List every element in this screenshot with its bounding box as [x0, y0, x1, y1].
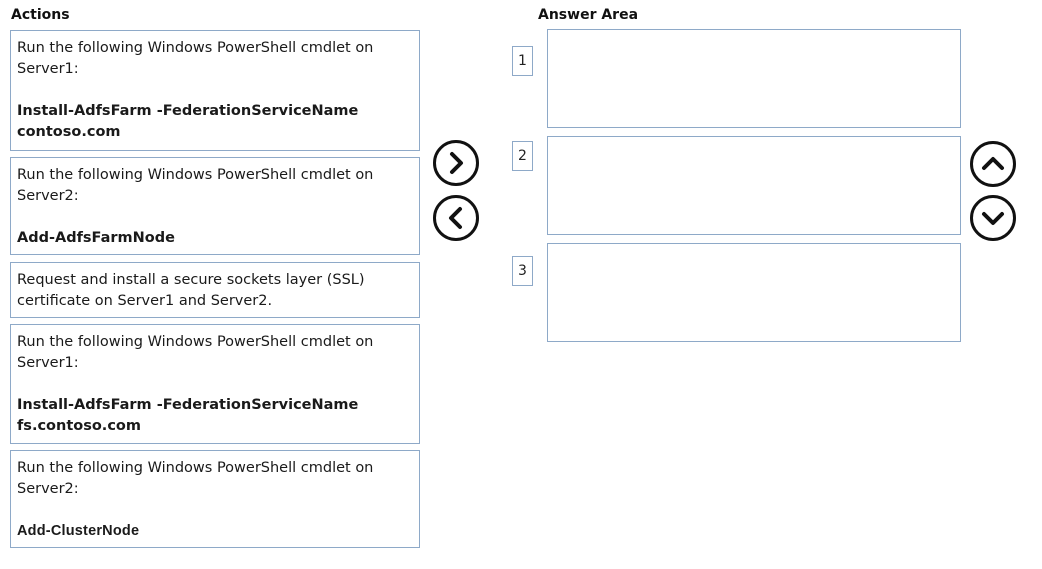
answer-slot-2[interactable]	[547, 136, 961, 235]
move-right-button[interactable]	[433, 140, 479, 186]
move-up-button[interactable]	[970, 141, 1016, 187]
action-command: Install-AdfsFarm -FederationServiceName	[17, 397, 359, 413]
action-item-2[interactable]: Run the following Windows PowerShell cmd…	[10, 157, 420, 255]
move-down-button[interactable]	[970, 195, 1016, 241]
action-command: Add-ClusterNode	[17, 523, 140, 539]
action-command-continued: fs.contoso.com	[17, 418, 141, 434]
action-description: Run the following Windows PowerShell cmd…	[17, 40, 374, 77]
action-description: Run the following Windows PowerShell cmd…	[17, 460, 374, 497]
action-item-4[interactable]: Run the following Windows PowerShell cmd…	[10, 324, 420, 444]
action-command: Install-AdfsFarm -FederationServiceName	[17, 103, 359, 119]
action-command: Add-AdfsFarmNode	[17, 230, 175, 246]
chevron-up-icon	[982, 157, 1004, 170]
action-item-3[interactable]: Request and install a secure sockets lay…	[10, 262, 420, 318]
answer-slot-number-2: 2	[512, 141, 533, 171]
answer-slot-number-3: 3	[512, 256, 533, 286]
answer-area-heading: Answer Area	[538, 7, 639, 23]
move-left-button[interactable]	[433, 195, 479, 241]
chevron-down-icon	[982, 212, 1004, 225]
answer-slot-number-1: 1	[512, 46, 533, 76]
chevron-left-icon	[449, 207, 462, 229]
answer-slot-3[interactable]	[547, 243, 961, 342]
chevron-right-icon	[450, 152, 463, 174]
actions-heading: Actions	[11, 7, 70, 23]
action-command-continued: contoso.com	[17, 124, 121, 140]
action-item-1[interactable]: Run the following Windows PowerShell cmd…	[10, 30, 420, 151]
action-item-5[interactable]: Run the following Windows PowerShell cmd…	[10, 450, 420, 548]
action-description: Run the following Windows PowerShell cmd…	[17, 334, 374, 371]
action-description: Request and install a secure sockets lay…	[17, 272, 365, 309]
action-description: Run the following Windows PowerShell cmd…	[17, 167, 374, 204]
answer-slot-1[interactable]	[547, 29, 961, 128]
